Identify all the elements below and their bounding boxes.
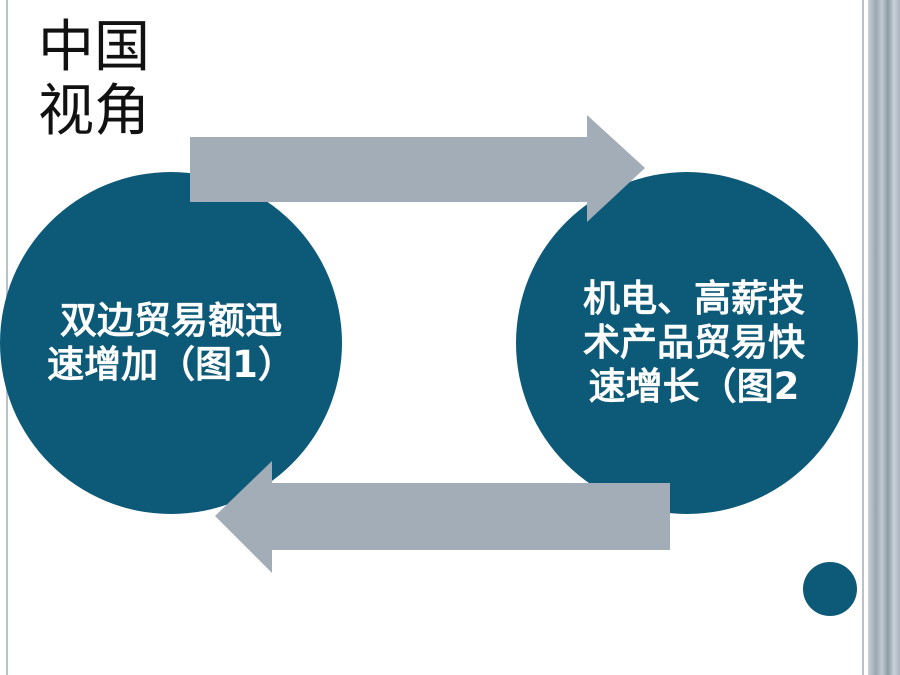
arrow-right <box>190 115 645 222</box>
right-frame-line <box>862 0 864 675</box>
hightech-trade-circle: 机电、高薪技术产品贸易快速增长（图2 <box>516 172 858 514</box>
decorative-side-bar <box>868 0 900 675</box>
arrow-left <box>215 461 670 573</box>
trade-volume-label: 双边贸易额迅速增加（图1） <box>47 299 295 386</box>
trade-volume-circle: 双边贸易额迅速增加（图1） <box>0 172 342 514</box>
decorative-dot <box>803 562 857 616</box>
slide-title: 中国 视角 <box>38 16 150 144</box>
title-line-2: 视角 <box>38 79 150 144</box>
title-line-1: 中国 <box>38 15 150 80</box>
hightech-trade-label: 机电、高薪技术产品贸易快速增长（图2 <box>583 277 805 408</box>
